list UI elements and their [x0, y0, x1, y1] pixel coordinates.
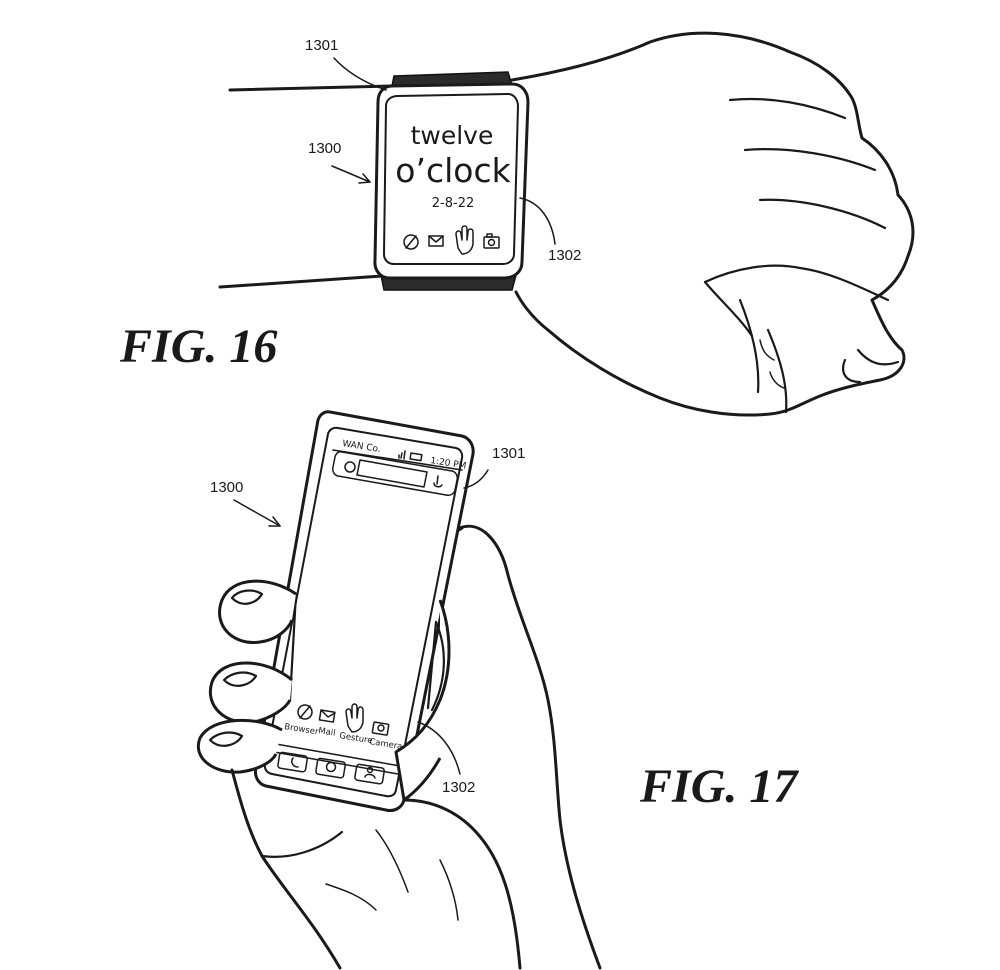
- browser-icon: [297, 704, 313, 720]
- ref-1300-label: 1300: [308, 140, 341, 157]
- browser-icon[interactable]: [403, 234, 419, 250]
- fig17-dock: [273, 743, 401, 785]
- fig17-hand-back: [436, 524, 602, 970]
- fig17-hand-front: [196, 579, 522, 970]
- app-label-mail: Mail: [318, 726, 337, 739]
- fig16-caption: FIG. 16: [119, 320, 277, 373]
- battery-icon: [409, 452, 423, 462]
- fig17-phone-housing: [254, 410, 475, 812]
- fig16-watch-face: twelve o’clock 2-8-22: [395, 121, 511, 211]
- ref-1302-label: 1302: [548, 247, 581, 264]
- home-icon[interactable]: [315, 757, 346, 779]
- contacts-icon[interactable]: [354, 763, 385, 785]
- fig16-watch-icons: [403, 225, 500, 255]
- fig17-search-bar[interactable]: [332, 451, 458, 496]
- ref-1300-label: 1300: [210, 479, 243, 496]
- watch-time-line1: twelve: [411, 121, 494, 150]
- fig16-watch-housing: [373, 82, 530, 280]
- microphone-icon[interactable]: [433, 475, 443, 488]
- mail-app[interactable]: Mail: [318, 709, 337, 739]
- ref-1302-label: 1302: [442, 779, 475, 796]
- phone-icon[interactable]: [277, 751, 308, 773]
- fig16-drawing: twelve o’clock 2-8-22: [119, 31, 915, 417]
- gesture-hand-icon[interactable]: [455, 225, 474, 255]
- fig16-reference-labels: 1301 1300 1302: [305, 37, 581, 264]
- gesture-hand-icon: [345, 703, 364, 733]
- mail-icon: [318, 709, 336, 723]
- fig17-caption: FIG. 17: [639, 760, 799, 813]
- fig16-forearm: [218, 84, 394, 289]
- fig17-drawing: WAN Co. 1:20 PM Browser: [196, 410, 799, 970]
- fig17-reference-labels: 1301 1300 1302: [210, 445, 525, 796]
- mail-icon[interactable]: [428, 235, 444, 247]
- ref-1301-label: 1301: [492, 445, 525, 462]
- signal-icon: [398, 450, 406, 460]
- search-input[interactable]: [356, 459, 428, 488]
- watch-date: 2-8-22: [432, 196, 474, 211]
- watch-time-line2: o’clock: [395, 151, 511, 190]
- camera-icon[interactable]: [483, 233, 500, 249]
- ref-1301-label: 1301: [305, 37, 338, 54]
- search-circle-icon: [344, 461, 356, 473]
- fig16-hand: [510, 31, 915, 417]
- camera-icon: [371, 721, 390, 736]
